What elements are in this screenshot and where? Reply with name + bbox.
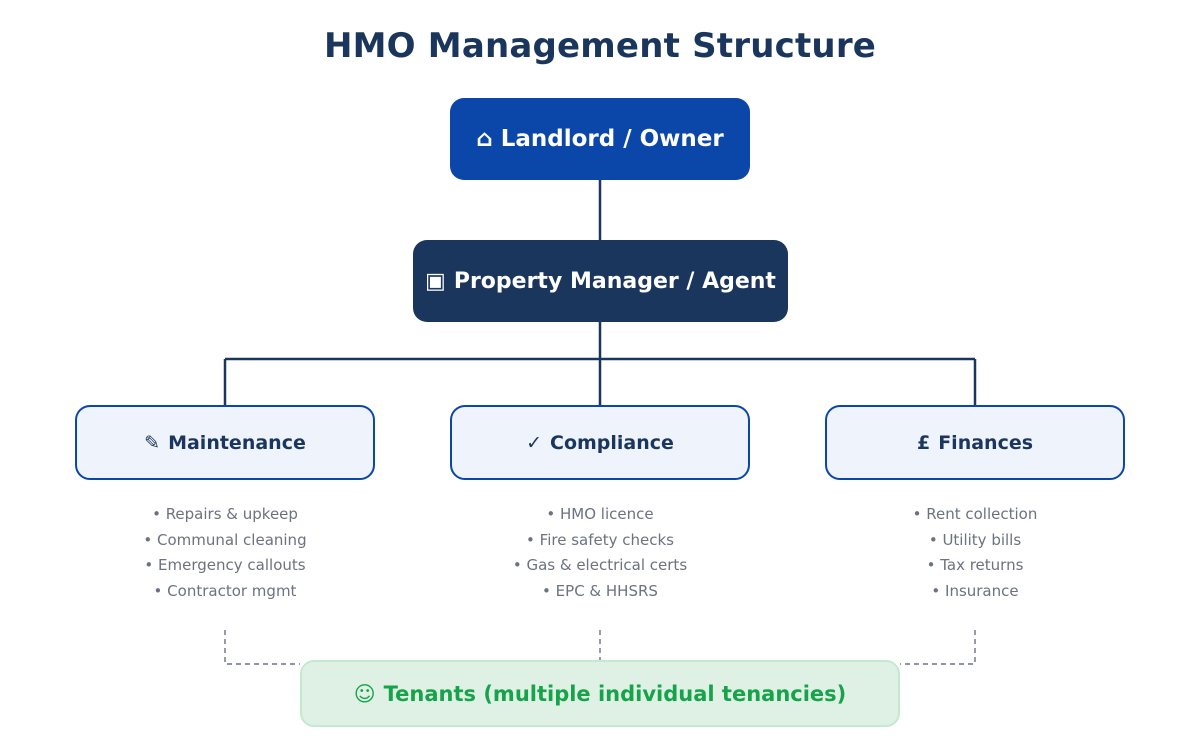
- compliance-label: Compliance: [550, 431, 674, 454]
- property-manager-label: Property Manager / Agent: [453, 268, 776, 294]
- landlord-owner-node: ⌂ Landlord / Owner: [450, 98, 750, 180]
- list-item: Repairs & upkeep: [75, 502, 375, 528]
- landlord-owner-label: Landlord / Owner: [500, 126, 724, 152]
- compliance-task-list: HMO licence Fire safety checks Gas & ele…: [450, 502, 750, 604]
- maintenance-node: ✎ Maintenance: [75, 405, 375, 480]
- finances-task-list: Rent collection Utility bills Tax return…: [825, 502, 1125, 604]
- list-item: Gas & electrical certs: [450, 553, 750, 579]
- wrench-icon: ✎: [144, 431, 161, 454]
- list-item: HMO licence: [450, 502, 750, 528]
- list-item: Fire safety checks: [450, 528, 750, 554]
- people-icon: ☺: [353, 681, 376, 706]
- finances-node: £ Finances: [825, 405, 1125, 480]
- diagram-title: HMO Management Structure: [323, 26, 877, 66]
- tenants-label: Tenants (multiple individual tenancies): [383, 681, 847, 706]
- maintenance-task-list: Repairs & upkeep Communal cleaning Emerg…: [75, 502, 375, 604]
- list-item: EPC & HHSRS: [450, 579, 750, 605]
- maintenance-label: Maintenance: [168, 431, 306, 454]
- list-item: Insurance: [825, 579, 1125, 605]
- house-icon: ⌂: [476, 126, 493, 152]
- dashed-connectors: [224, 630, 976, 665]
- list-item: Contractor mgmt: [75, 579, 375, 605]
- finances-to-tenants-dashed: [900, 630, 976, 665]
- property-manager-node: ▣ Property Manager / Agent: [413, 240, 788, 322]
- briefcase-icon: ▣: [425, 268, 446, 294]
- compliance-node: ✓ Compliance: [450, 405, 750, 480]
- list-item: Rent collection: [825, 502, 1125, 528]
- finances-label: Finances: [938, 431, 1034, 454]
- tenants-node: ☺ Tenants (multiple individual tenancies…: [300, 660, 900, 727]
- list-item: Tax returns: [825, 553, 1125, 579]
- list-item: Emergency callouts: [75, 553, 375, 579]
- money-icon: £: [916, 431, 931, 454]
- solid-connectors: [223, 180, 977, 405]
- clipboard-icon: ✓: [526, 431, 542, 454]
- maintenance-to-tenants-dashed: [224, 630, 300, 665]
- list-item: Communal cleaning: [75, 528, 375, 554]
- list-item: Utility bills: [825, 528, 1125, 554]
